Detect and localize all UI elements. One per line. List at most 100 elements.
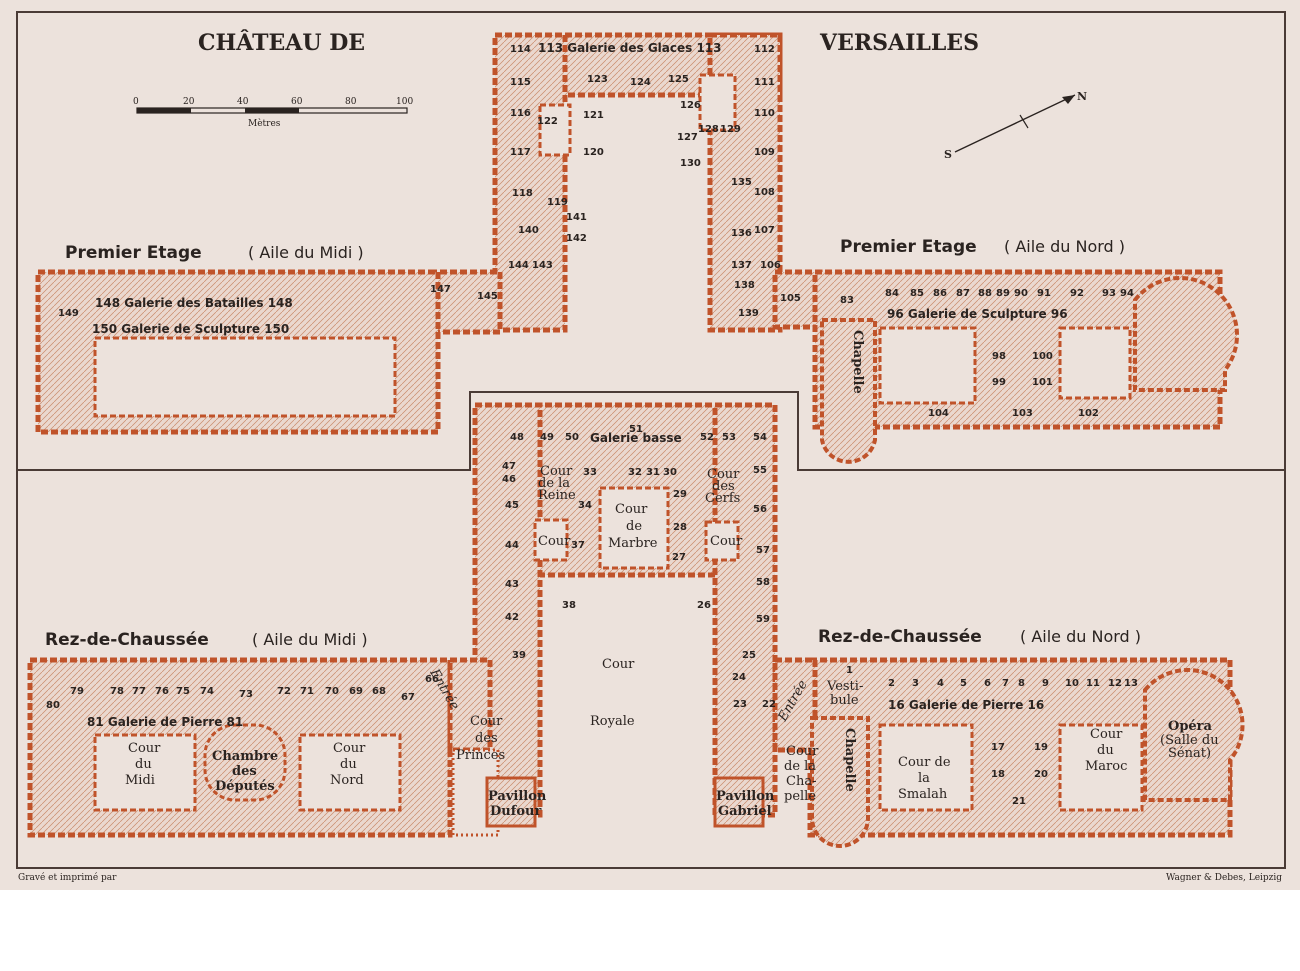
room-number: 11: [1086, 678, 1100, 689]
opera-label: Sénat): [1168, 746, 1211, 761]
room-number: 8: [1018, 678, 1025, 689]
room-number: 125: [668, 74, 689, 85]
cour-nord-label: Nord: [330, 773, 364, 788]
cour-maroc-label: Maroc: [1085, 759, 1127, 774]
room-number: 6: [984, 678, 991, 689]
room-number: 145: [477, 291, 498, 302]
room-number: 115: [510, 77, 531, 88]
room-number: 12: [1108, 678, 1122, 689]
scale-tick: 80: [345, 97, 357, 107]
room-number: 128: [698, 124, 719, 135]
court-marbre-label: Cour: [615, 502, 648, 517]
court-small-left: Cour: [538, 534, 571, 549]
galerie-batailles: 148 Galerie des Batailles 148: [95, 296, 293, 310]
cour-princes-label: des: [475, 731, 498, 746]
room-number: 48: [510, 432, 524, 443]
room-number: 88: [978, 288, 992, 299]
room-number: 21: [1012, 796, 1026, 807]
galerie-pierre-midi: 81 Galerie de Pierre 81: [87, 715, 243, 729]
room-number: 107: [754, 225, 775, 236]
floor-plan: CHÂTEAU DE VERSAILLES 0 20 40 60 80 100 …: [16, 11, 1286, 883]
room-number: 142: [566, 233, 587, 244]
room-number: 119: [547, 197, 568, 208]
room-number: 37: [571, 540, 585, 551]
room-number: 49: [540, 432, 554, 443]
room-number: 144: [508, 260, 529, 271]
room-number: 58: [756, 577, 770, 588]
room-number: 31: [646, 467, 660, 478]
scale-tick: 100: [396, 97, 413, 107]
cour-maroc-label: du: [1097, 743, 1114, 758]
court-cerfs-label: Cerfs: [705, 491, 740, 506]
room-number: 85: [910, 288, 924, 299]
compass-south: S: [944, 148, 952, 161]
room-number: 57: [756, 545, 770, 556]
room-number: 25: [742, 650, 756, 661]
room-number: 91: [1037, 288, 1051, 299]
room-number: 71: [300, 686, 314, 697]
room-number: 42: [505, 612, 519, 623]
room-number: 52: [700, 432, 714, 443]
room-number: 9: [1042, 678, 1049, 689]
cour-princes-label: Cour: [470, 714, 503, 729]
room-number: 101: [1032, 377, 1053, 388]
room-number: 4: [937, 678, 944, 689]
room-number: 18: [991, 769, 1005, 780]
room-number: 114: [510, 44, 531, 55]
room-number: 29: [673, 489, 687, 500]
court-cerfs-label: des: [712, 479, 735, 494]
room-number: 45: [505, 500, 519, 511]
room-number: 2: [888, 678, 895, 689]
vestibule-label: Vesti-: [826, 679, 863, 694]
title-right: VERSAILLES: [819, 30, 979, 56]
cour-smalah-label: la: [918, 771, 930, 786]
scale-tick: 60: [291, 97, 303, 107]
pavillon-gabriel-label: Gabriel: [718, 804, 772, 819]
room-number: 141: [566, 212, 587, 223]
room-number: 10: [1065, 678, 1079, 689]
pavillon-gabriel-label: Pavillon: [716, 789, 775, 804]
room-number: 28: [673, 522, 687, 533]
room-number: 149: [58, 308, 79, 319]
room-number: 86: [933, 288, 947, 299]
room-number: 74: [200, 686, 214, 697]
room-number: 94: [1120, 288, 1134, 299]
chapelle-ground-label: Chapelle: [842, 728, 857, 792]
room-number: 73: [239, 689, 253, 700]
room-number: 69: [349, 686, 363, 697]
cour-midi-label: Cour: [128, 741, 161, 756]
room-number: 67: [401, 692, 415, 703]
room-number: 27: [672, 552, 686, 563]
room-number: 127: [677, 132, 698, 143]
pavillon-gabriel: [713, 776, 765, 828]
pavillon-dufour-label: Pavillon: [488, 789, 547, 804]
room-number: 136: [731, 228, 752, 239]
chapelle-upper-label: Chapelle: [850, 330, 865, 394]
court-small-right: Cour: [710, 534, 743, 549]
room-number: 135: [731, 177, 752, 188]
room-number: 87: [956, 288, 970, 299]
room-number: 79: [70, 686, 84, 697]
room-number: 89: [996, 288, 1010, 299]
room-number: 108: [754, 187, 775, 198]
ground-opera: [1143, 667, 1245, 802]
room-number: 123: [587, 74, 608, 85]
room-number: 54: [753, 432, 767, 443]
room-number: 53: [722, 432, 736, 443]
credit-right: Wagner & Debes, Leipzig: [1166, 873, 1282, 883]
room-number: 93: [1102, 288, 1116, 299]
cour-maroc-label: Cour: [1090, 727, 1123, 742]
credit-left: Gravé et imprimé par: [18, 872, 117, 883]
room-number: 109: [754, 147, 775, 158]
room-number: 140: [518, 225, 539, 236]
room-number: 77: [132, 686, 146, 697]
room-number: 19: [1034, 742, 1048, 753]
room-number: 22: [762, 699, 776, 710]
court-cerfs-label: Cour: [707, 467, 740, 482]
upper-opera: [1133, 276, 1240, 392]
ground-floor-courts: [93, 486, 1144, 837]
chapelle-court-label: Cour: [786, 744, 819, 759]
room-number: 13: [1124, 678, 1138, 689]
room-number: 32: [628, 467, 642, 478]
title-left: CHÂTEAU DE: [198, 29, 365, 56]
